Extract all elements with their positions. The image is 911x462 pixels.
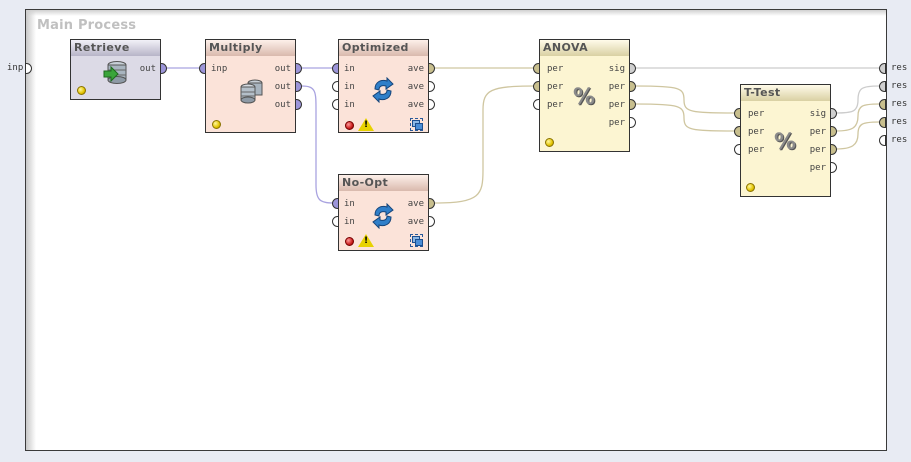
- port-label-out: out: [139, 64, 156, 74]
- ttest-input-port-1[interactable]: [734, 108, 741, 119]
- anova-output-port-per-3[interactable]: [629, 117, 636, 128]
- optimized-input-port-2[interactable]: [332, 81, 339, 92]
- port-label-ave-1: ave: [407, 64, 424, 74]
- operator-no-opt[interactable]: No-Opt in in ave ave !: [338, 174, 429, 251]
- multiply-output-port-1[interactable]: [295, 63, 302, 74]
- port-label-ave-3: ave: [407, 100, 424, 110]
- operator-title: Optimized: [339, 40, 428, 56]
- process-result-port-5[interactable]: [879, 135, 886, 146]
- port-label-ave-2: ave: [407, 217, 424, 227]
- noopt-output-port-1[interactable]: [428, 198, 435, 209]
- process-result-label-1: res: [891, 63, 908, 73]
- anova-output-port-per-1[interactable]: [629, 81, 636, 92]
- port-label-ave-2: ave: [407, 82, 424, 92]
- port-label-in-2: in: [344, 217, 355, 227]
- optimized-input-port-1[interactable]: [332, 63, 339, 74]
- ttest-input-port-2[interactable]: [734, 126, 741, 137]
- error-indicator: [345, 121, 354, 130]
- optimized-output-port-3[interactable]: [428, 99, 435, 110]
- loop-arrows-icon: [372, 77, 394, 103]
- warning-icon: !: [358, 118, 374, 131]
- process-result-port-1[interactable]: [879, 63, 886, 74]
- operator-title: ANOVA: [540, 40, 629, 56]
- subprocess-icon[interactable]: [410, 234, 423, 247]
- port-label-in-3: in: [344, 100, 355, 110]
- process-result-label-3: res: [891, 99, 908, 109]
- multiply-output-port-3[interactable]: [295, 99, 302, 110]
- port-label-per-in-1: per: [547, 64, 564, 74]
- port-label-out-1: out: [274, 64, 291, 74]
- process-result-port-3[interactable]: [879, 99, 886, 110]
- error-indicator: [345, 237, 354, 246]
- port-label-per-out-3: per: [809, 163, 826, 173]
- port-label-out-3: out: [274, 100, 291, 110]
- port-label-in-1: in: [344, 64, 355, 74]
- anova-output-port-per-2[interactable]: [629, 99, 636, 110]
- operator-title: T-Test: [741, 85, 830, 101]
- port-label-per-in-2: per: [547, 82, 564, 92]
- status-led: [746, 183, 755, 192]
- noopt-output-port-2[interactable]: [428, 216, 435, 227]
- multiply-input-port[interactable]: [199, 63, 206, 74]
- process-input-label: inp: [7, 63, 24, 73]
- operator-title: No-Opt: [339, 175, 428, 191]
- port-label-per-in-2: per: [748, 127, 765, 137]
- port-label-per-in-3: per: [748, 145, 765, 155]
- process-result-label-5: res: [891, 135, 908, 145]
- port-label-in-2: in: [344, 82, 355, 92]
- process-result-port-2[interactable]: [879, 81, 886, 92]
- anova-input-port-2[interactable]: [533, 81, 540, 92]
- optimized-output-port-1[interactable]: [428, 63, 435, 74]
- retrieve-output-port[interactable]: [160, 63, 167, 74]
- process-result-port-4[interactable]: [879, 117, 886, 128]
- operator-title: Multiply: [206, 40, 295, 56]
- noopt-input-port-2[interactable]: [332, 216, 339, 227]
- port-label-ave-1: ave: [407, 199, 424, 209]
- status-led: [77, 86, 86, 95]
- port-label-per-out-1: per: [809, 127, 826, 137]
- operator-multiply[interactable]: Multiply inp out out out: [205, 39, 296, 133]
- port-label-per-in-3: per: [547, 100, 564, 110]
- ttest-output-port-per-3[interactable]: [830, 162, 837, 173]
- multiply-output-port-2[interactable]: [295, 81, 302, 92]
- anova-input-port-1[interactable]: [533, 63, 540, 74]
- database-retrieve-icon: [103, 61, 127, 84]
- process-canvas[interactable]: [25, 9, 887, 451]
- port-label-per-out-3: per: [608, 118, 625, 128]
- warning-icon: !: [358, 234, 374, 247]
- database-stack-icon: [240, 79, 263, 104]
- percent-icon: %: [774, 130, 797, 155]
- operator-anova[interactable]: ANOVA per per per sig per per per %: [539, 39, 630, 152]
- port-label-sig: sig: [608, 64, 625, 74]
- process-result-label-4: res: [891, 117, 908, 127]
- port-label-per-in-1: per: [748, 109, 765, 119]
- port-label-per-out-2: per: [608, 100, 625, 110]
- port-label-sig: sig: [809, 109, 826, 119]
- ttest-input-port-3[interactable]: [734, 144, 741, 155]
- process-input-port[interactable]: [25, 63, 32, 74]
- operator-t-test[interactable]: T-Test per per per sig per per per %: [740, 84, 831, 197]
- port-label-in-1: in: [344, 199, 355, 209]
- loop-arrows-icon: [372, 203, 394, 229]
- operator-optimized[interactable]: Optimized in in in ave ave ave !: [338, 39, 429, 133]
- process-result-label-2: res: [891, 81, 908, 91]
- status-led: [545, 138, 554, 147]
- port-label-out-2: out: [274, 82, 291, 92]
- anova-output-port-sig[interactable]: [629, 63, 636, 74]
- subprocess-icon[interactable]: [410, 118, 423, 131]
- process-title: Main Process: [37, 18, 137, 33]
- port-label-per-out-1: per: [608, 82, 625, 92]
- optimized-output-port-2[interactable]: [428, 81, 435, 92]
- port-label-inp: inp: [211, 64, 228, 74]
- percent-icon: %: [573, 85, 596, 110]
- anova-input-port-3[interactable]: [533, 99, 540, 110]
- status-led: [212, 120, 221, 129]
- operator-retrieve[interactable]: Retrieve out: [70, 39, 161, 100]
- noopt-input-port-1[interactable]: [332, 198, 339, 209]
- port-label-per-out-2: per: [809, 145, 826, 155]
- operator-title: Retrieve: [71, 40, 160, 56]
- optimized-input-port-3[interactable]: [332, 99, 339, 110]
